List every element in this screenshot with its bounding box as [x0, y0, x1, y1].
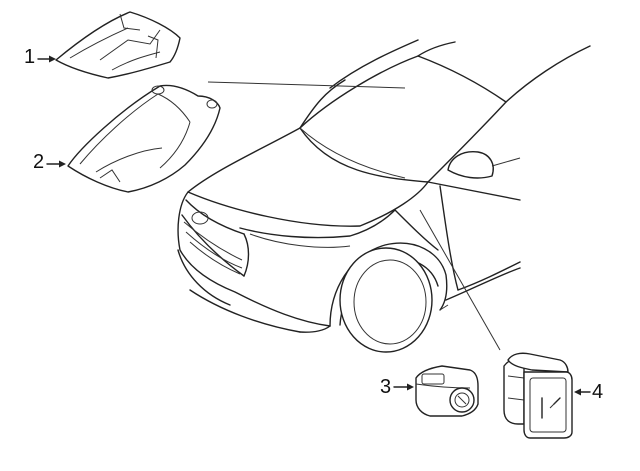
- arrow-4: [574, 388, 591, 396]
- part-2-housing: [67, 84, 221, 193]
- callout-number-4: 4: [592, 381, 604, 403]
- arrow-2: [46, 160, 66, 168]
- part-1-cover: [55, 11, 181, 79]
- callout-number-3: 3: [380, 376, 392, 398]
- arrow-1: [37, 55, 56, 63]
- vehicle-illustration: [177, 39, 591, 353]
- callout-number-1: 1: [24, 46, 36, 68]
- leader-lines: [207, 81, 501, 351]
- part-3-switch: [415, 365, 479, 417]
- part-4-switch: [503, 352, 573, 439]
- callout-number-2: 2: [33, 151, 45, 173]
- arrow-3: [393, 383, 414, 391]
- callout-arrows: [37, 55, 591, 396]
